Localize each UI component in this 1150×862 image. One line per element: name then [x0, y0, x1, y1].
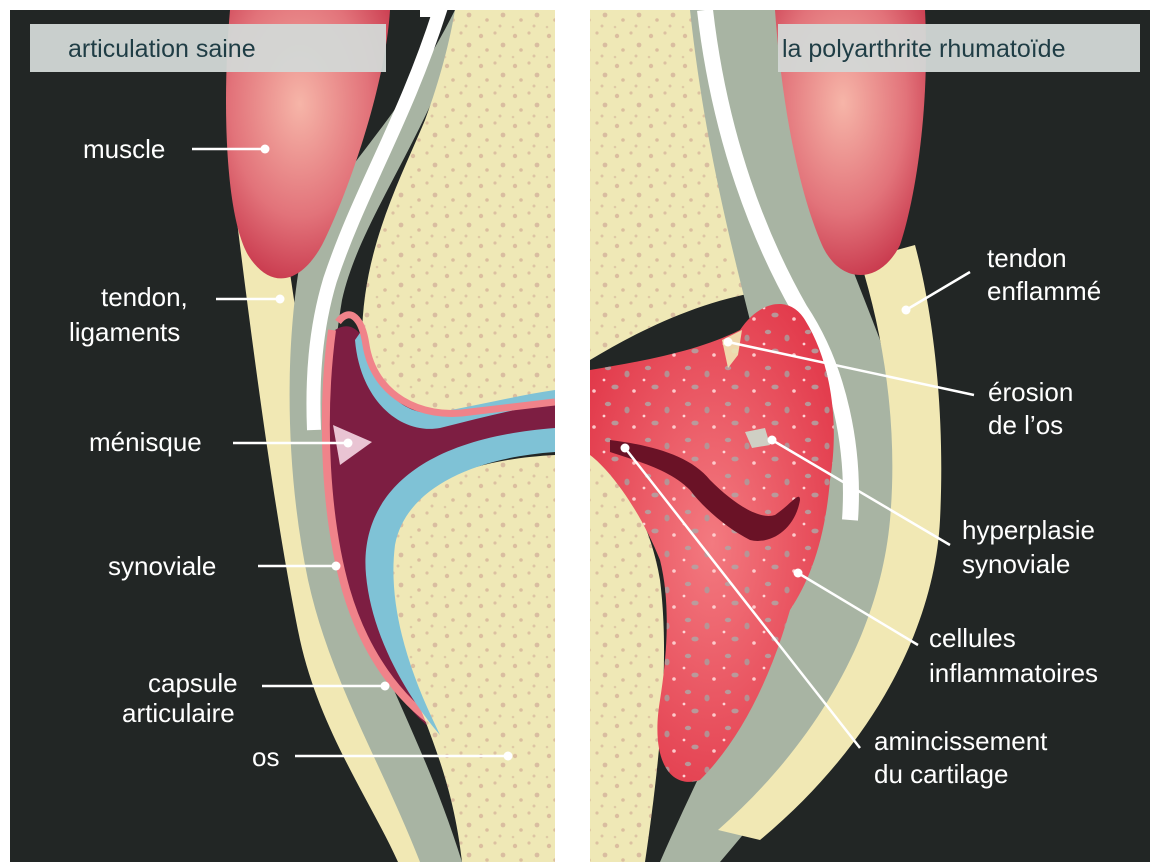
dot-menisque — [344, 439, 353, 448]
left-panel-title: articulation saine — [68, 35, 256, 63]
dot-erosion — [724, 338, 733, 347]
label-tendon-enflamme-line2: enflammé — [987, 276, 1101, 306]
dot-tendon — [276, 295, 285, 304]
dot-synoviale — [332, 562, 341, 571]
label-cellules-line1: cellules — [929, 623, 1016, 653]
label-hyperplasie-line2: synoviale — [962, 549, 1070, 579]
label-amincissement-line1: amincissement — [874, 726, 1048, 756]
label-tendon-line2: ligaments — [69, 317, 180, 347]
label-tendon-line1: tendon, — [101, 282, 188, 312]
label-hyperplasie-line1: hyperplasie — [962, 515, 1095, 545]
dot-amincissement — [621, 444, 630, 453]
label-cellules-line2: inflammatoires — [929, 658, 1098, 688]
dot-capsule — [381, 682, 390, 691]
right-panel-title: la polyarthrite rhumatoïde — [782, 35, 1065, 63]
label-capsule-line2: articulaire — [122, 698, 235, 728]
label-muscle: muscle — [83, 134, 165, 164]
label-erosion-line2: de l’os — [988, 410, 1063, 440]
label-menisque: ménisque — [89, 427, 202, 457]
label-os: os — [252, 742, 279, 772]
dot-tendon-enflamme — [902, 306, 911, 315]
right-panel: la polyarthrite rhumatoïde tendon enflam… — [590, 10, 1150, 862]
dot-hyperplasie — [768, 436, 777, 445]
label-synoviale: synoviale — [108, 551, 216, 581]
label-capsule-line1: capsule — [148, 668, 238, 698]
left-panel: articulation saine muscle tendon, ligame… — [10, 10, 555, 862]
dot-muscle — [261, 145, 270, 154]
label-amincissement-line2: du cartilage — [874, 759, 1008, 789]
label-erosion-line1: érosion — [988, 377, 1073, 407]
dot-cellules — [794, 569, 803, 578]
label-tendon-enflamme-line1: tendon — [987, 243, 1067, 273]
dot-os — [504, 752, 513, 761]
